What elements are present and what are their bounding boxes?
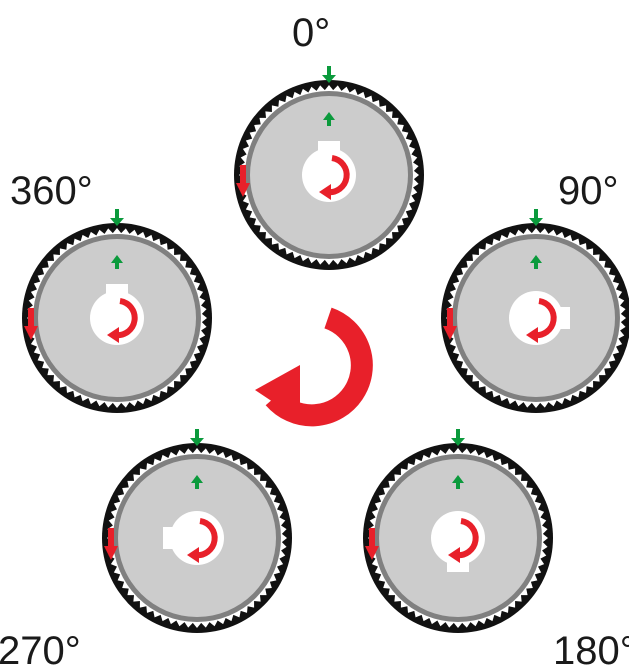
red-arrow-icon [365,528,379,560]
angle-label-270: 270° [0,629,81,670]
green-arrow-icon [190,429,204,446]
green-arrow-icon [110,209,124,226]
red-arrow-icon [443,308,457,340]
rotor-270deg [102,429,292,633]
green-arrow-icon [530,255,542,269]
green-arrow-icon [452,475,464,489]
curved-arrow-icon [526,298,557,343]
green-arrow-icon [323,112,335,126]
angle-label-0: 0° [292,11,330,55]
green-arrow-icon [191,475,203,489]
angle-label-90: 90° [558,169,619,213]
red-arrow-icon [24,308,38,340]
rotation-arrow-icon [255,307,373,427]
rotor-180deg [363,429,553,633]
curved-arrow-icon [107,298,138,343]
angle-label-360: 360° [10,169,93,213]
curved-arrow-icon [187,518,218,563]
green-arrow-icon [529,209,543,226]
red-arrow-icon [104,528,118,560]
green-arrow-icon [451,429,465,446]
red-arrow-icon [236,165,250,197]
rotor-0deg [234,66,424,270]
rotor-90deg [441,209,629,413]
green-arrow-icon [322,66,336,83]
curved-arrow-icon [319,155,350,200]
green-arrow-icon [111,255,123,269]
angle-label-180: 180° [553,629,629,670]
curved-arrow-icon [448,518,479,563]
rotor-360deg [22,209,212,413]
